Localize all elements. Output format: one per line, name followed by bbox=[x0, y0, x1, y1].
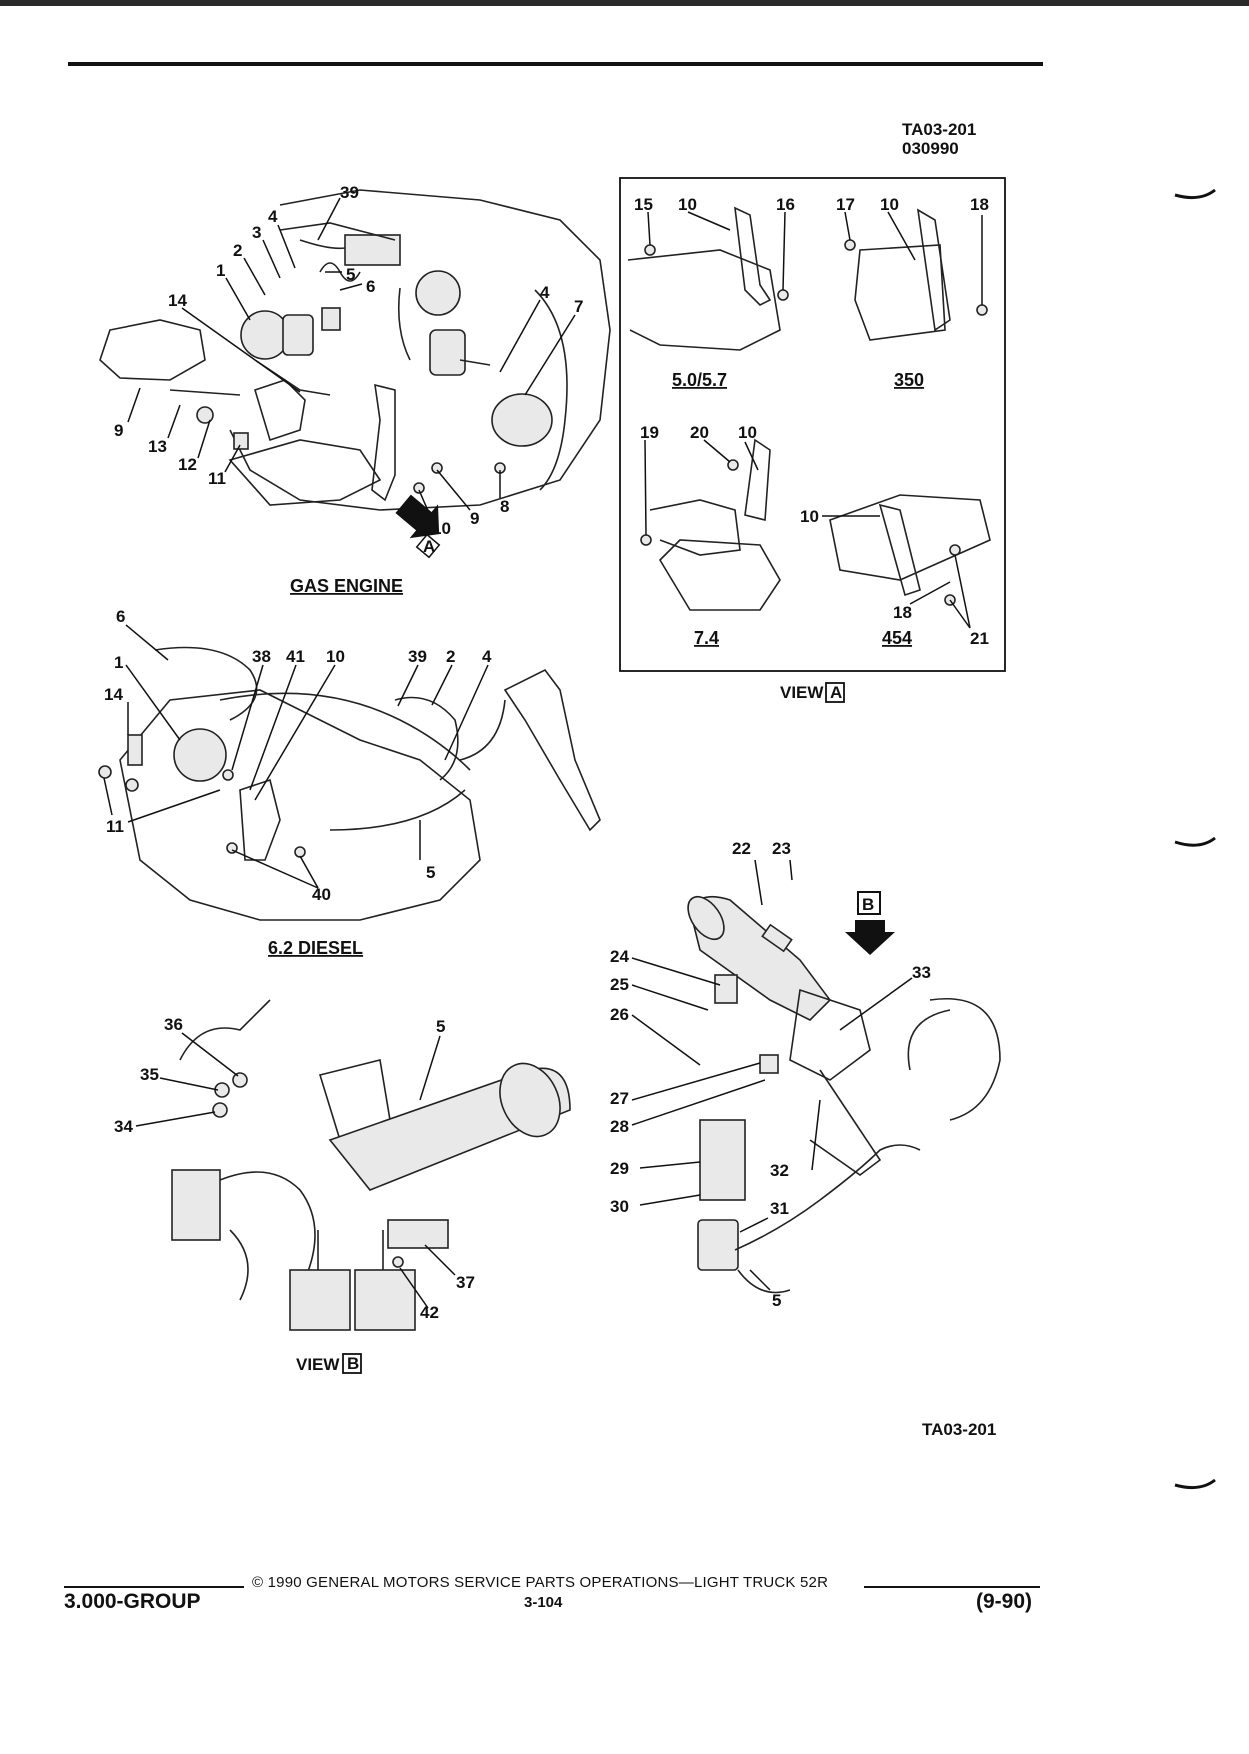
label-454: 454 bbox=[882, 628, 912, 648]
column-callout-26: 26 bbox=[610, 1005, 629, 1024]
view-b-marker: B bbox=[862, 895, 874, 914]
diesel-callout-41: 41 bbox=[286, 647, 305, 666]
gas-engine-caption: GAS ENGINE bbox=[290, 576, 403, 596]
gas-callout-39: 39 bbox=[340, 183, 359, 202]
view-b-diagram: 36 35 34 5 37 42 VIEW B bbox=[114, 999, 571, 1374]
column-callout-31: 31 bbox=[770, 1199, 789, 1218]
gas-callout-2: 2 bbox=[233, 241, 242, 260]
diesel-callout-39: 39 bbox=[408, 647, 427, 666]
footer-drawing-code: TA03-201 bbox=[922, 1420, 997, 1439]
gas-callout-11: 11 bbox=[208, 469, 226, 488]
column-callout-29: 29 bbox=[610, 1159, 629, 1178]
label-350: 350 bbox=[894, 370, 924, 390]
diesel-callout-5: 5 bbox=[426, 863, 435, 882]
gas-callout-8: 8 bbox=[500, 497, 509, 516]
view-a-callout-17: 17 bbox=[836, 195, 855, 214]
gas-callout-9b: 9 bbox=[470, 509, 479, 528]
column-callout-24: 24 bbox=[610, 947, 629, 966]
top-rule bbox=[68, 62, 1043, 66]
diesel-callout-40: 40 bbox=[312, 885, 331, 904]
diesel-callout-4: 4 bbox=[482, 647, 492, 666]
view-a-marker: A bbox=[423, 537, 435, 556]
gas-callout-3: 3 bbox=[252, 223, 261, 242]
gas-callout-9: 9 bbox=[114, 421, 123, 440]
view-a-callout-18b: 18 bbox=[893, 603, 912, 622]
footer-left-rule bbox=[64, 1586, 244, 1588]
view-a-panel: 15 10 16 5.0/5.7 17 10 18 350 19 20 10 7… bbox=[619, 177, 1006, 672]
diesel-callout-10: 10 bbox=[326, 647, 345, 666]
column-callout-32: 32 bbox=[770, 1161, 789, 1180]
footer-date: (9-90) bbox=[976, 1590, 1033, 1613]
column-callout-23: 23 bbox=[772, 839, 791, 858]
view-b-word: VIEW bbox=[296, 1355, 340, 1374]
view-b-callout-5: 5 bbox=[436, 1017, 445, 1036]
view-a-callout-10b: 10 bbox=[880, 195, 899, 214]
view-a-callout-10c: 10 bbox=[738, 423, 757, 442]
view-a-callout-18a: 18 bbox=[970, 195, 989, 214]
view-b-letter: B bbox=[347, 1354, 359, 1373]
gas-callout-5: 5 bbox=[346, 265, 355, 284]
gas-engine-diagram: A 39 4 3 2 1 14 5 6 4 7 9 13 12 11 10 9 bbox=[99, 183, 611, 596]
column-callout-5: 5 bbox=[772, 1291, 781, 1310]
diesel-callout-6: 6 bbox=[116, 607, 125, 626]
view-a-callout-10a: 10 bbox=[678, 195, 697, 214]
gas-callout-12: 12 bbox=[178, 455, 197, 474]
footer-copyright: © 1990 GENERAL MOTORS SERVICE PARTS OPER… bbox=[252, 1574, 829, 1591]
view-a-caption: VIEW A bbox=[780, 682, 845, 703]
column-diagram: B 22 23 24 25 26 27 28 29 30 31 32 33 5 bbox=[610, 839, 1001, 1310]
diesel-callout-2: 2 bbox=[446, 647, 455, 666]
column-callout-25: 25 bbox=[610, 975, 629, 994]
gas-callout-14: 14 bbox=[168, 291, 187, 310]
diesel-diagram: 6 1 14 38 41 10 39 2 4 11 5 40 6.2 DIESE… bbox=[98, 607, 601, 958]
diesel-caption: 6.2 DIESEL bbox=[268, 938, 363, 958]
gas-callout-6: 6 bbox=[366, 277, 375, 296]
column-callout-30: 30 bbox=[610, 1197, 629, 1216]
diesel-callout-1: 1 bbox=[114, 653, 123, 672]
date-code: 030990 bbox=[902, 139, 959, 158]
diesel-callout-38: 38 bbox=[252, 647, 271, 666]
footer-group: 3.000-GROUP bbox=[64, 1590, 201, 1613]
label-5-0-5-7: 5.0/5.7 bbox=[672, 370, 727, 390]
gas-callout-1: 1 bbox=[216, 261, 225, 280]
footer-right-rule bbox=[864, 1586, 1040, 1588]
drawing-code-block: TA03-201 030990 bbox=[902, 120, 976, 158]
view-b-callout-42: 42 bbox=[420, 1303, 439, 1322]
diesel-callout-14: 14 bbox=[104, 685, 123, 704]
gas-callout-4: 4 bbox=[268, 207, 278, 226]
gas-callout-10: 10 bbox=[432, 519, 451, 538]
view-a-callout-19: 19 bbox=[640, 423, 659, 442]
view-a-callout-21: 21 bbox=[970, 629, 989, 648]
view-a-callout-16: 16 bbox=[776, 195, 795, 214]
column-callout-22: 22 bbox=[732, 839, 751, 858]
column-callout-27: 27 bbox=[610, 1089, 629, 1108]
view-a-callout-20: 20 bbox=[690, 423, 709, 442]
view-a-callout-10d: 10 bbox=[800, 507, 819, 526]
scan-edge bbox=[0, 0, 1249, 6]
footer-page-number: 3-104 bbox=[524, 1594, 563, 1611]
view-b-callout-35: 35 bbox=[140, 1065, 159, 1084]
drawing-code: TA03-201 bbox=[902, 120, 977, 139]
column-callout-33: 33 bbox=[912, 963, 931, 982]
gas-callout-7: 7 bbox=[574, 297, 583, 316]
label-7-4: 7.4 bbox=[694, 628, 719, 648]
view-a-word: VIEW bbox=[780, 683, 824, 702]
column-callout-28: 28 bbox=[610, 1117, 629, 1136]
view-b-callout-36: 36 bbox=[164, 1015, 183, 1034]
view-a-callout-15: 15 bbox=[634, 195, 653, 214]
diesel-callout-11: 11 bbox=[106, 817, 124, 836]
view-b-callout-34: 34 bbox=[114, 1117, 133, 1136]
gas-callout-4b: 4 bbox=[540, 283, 550, 302]
view-b-callout-37: 37 bbox=[456, 1273, 475, 1292]
view-a-letter: A bbox=[830, 683, 842, 702]
gas-callout-13: 13 bbox=[148, 437, 167, 456]
